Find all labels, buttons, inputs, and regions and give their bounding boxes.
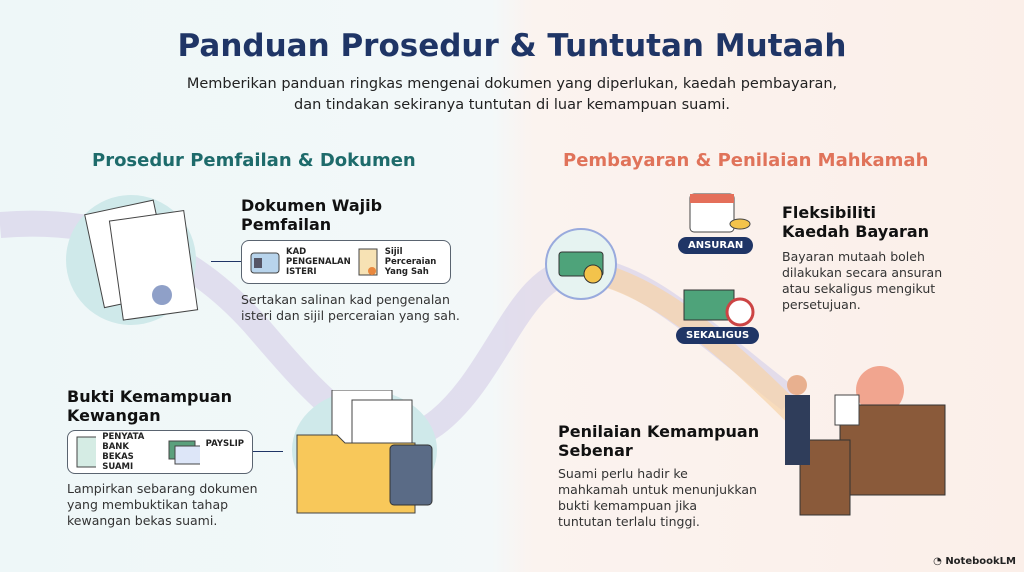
lump-sum-badge: SEKALIGUS	[676, 327, 760, 344]
connector	[211, 261, 241, 262]
cash-stack-clock-icon	[683, 289, 755, 327]
money-circle-icon	[545, 228, 617, 300]
page-title: Panduan Prosedur & Tuntutan Mutaah	[177, 28, 847, 64]
payslip-icon	[168, 440, 200, 465]
installment-badge: ANSURAN	[678, 237, 754, 254]
certificate-scroll-icon	[358, 248, 378, 276]
page-subtitle: Memberikan panduan ringkas mengenai doku…	[186, 76, 838, 113]
cash-icon	[558, 251, 604, 284]
left-section-heading: Prosedur Pemfailan & Dokumen	[92, 150, 416, 171]
connector	[253, 451, 283, 452]
certificate-icon	[84, 199, 199, 321]
courtroom-illustration	[785, 366, 946, 516]
right-section-heading: Pembayaran & Penilaian Mahkamah	[563, 150, 929, 171]
folder-calculator-icon	[296, 390, 433, 514]
payslip-label: PAYSLIP	[205, 439, 244, 449]
calendar-coins-icon	[689, 193, 751, 233]
bank-statement-icon	[76, 436, 97, 468]
documents-illustration	[66, 195, 199, 325]
notebooklm-logo: ◔ NotebookLM	[933, 556, 1016, 567]
folder-illustration	[292, 390, 437, 514]
id-card-icon	[250, 252, 280, 274]
